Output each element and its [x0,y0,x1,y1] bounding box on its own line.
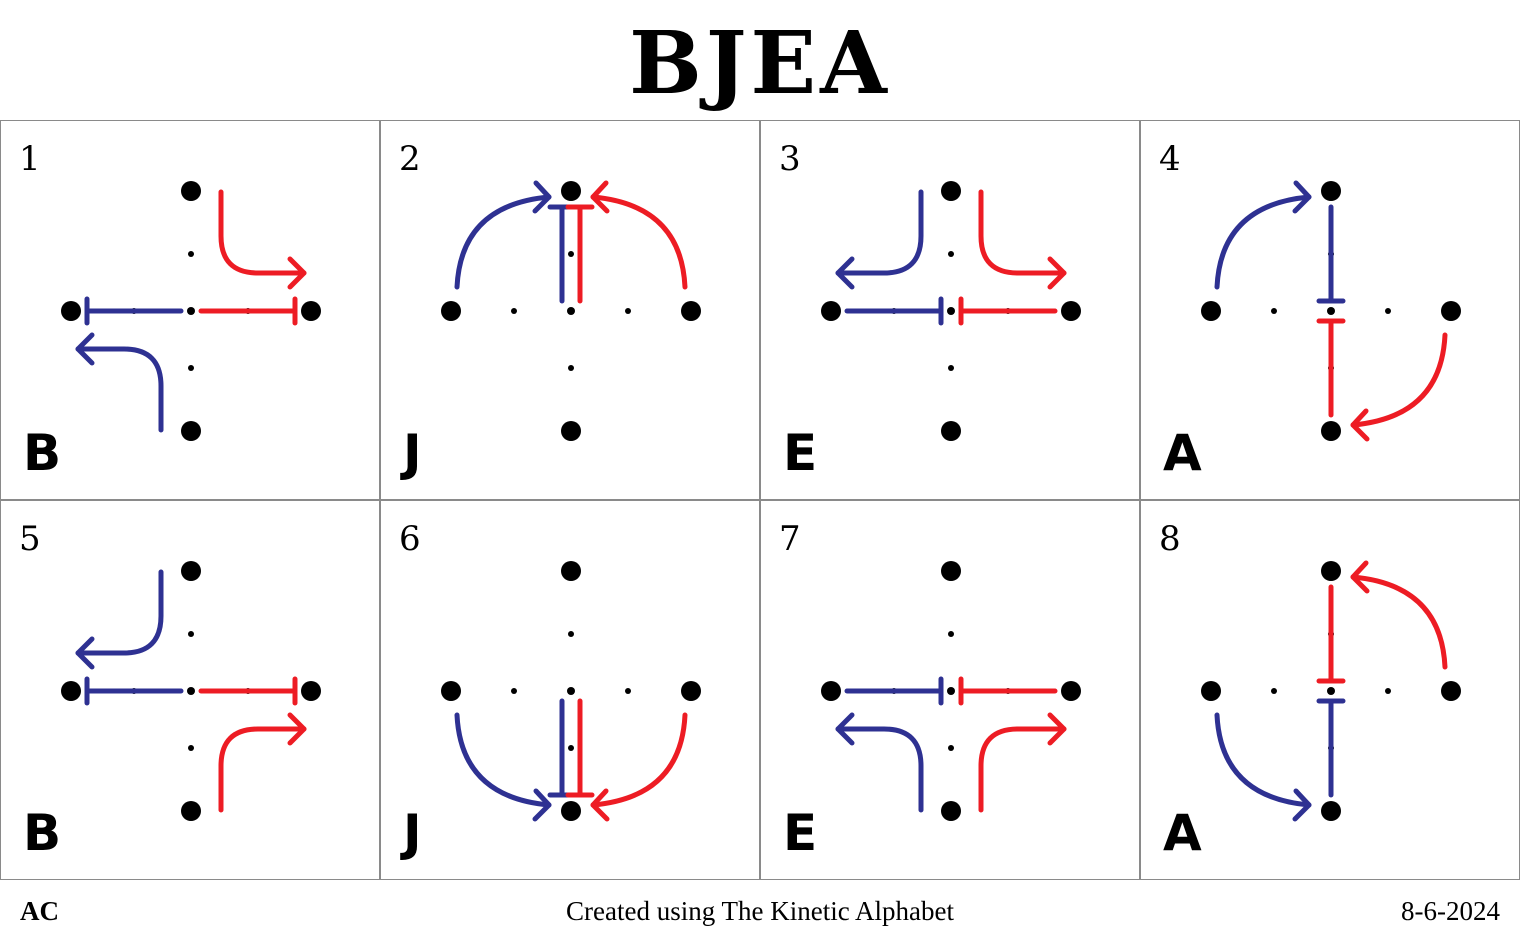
cell-8-diagram [1201,560,1461,822]
glyph-grid: 1 B [0,120,1520,880]
cell-2-diagram [441,180,701,441]
node-bottom [941,801,961,821]
cell-number: 6 [399,519,421,559]
red-stroke [565,180,688,304]
node-top [941,181,961,201]
cell-letter: E [783,804,818,862]
glyph-cell-2: 2 J [380,120,760,500]
blue-stroke [1214,698,1346,822]
node-right [681,301,701,321]
cell-number: 7 [779,519,801,559]
dot-grid [441,181,701,441]
cell-letter: A [1163,424,1202,482]
dot-grid [1201,561,1461,821]
red-stroke [958,676,1067,813]
node-bottom [1321,421,1341,441]
blue-stroke [454,698,577,822]
cell-number: 2 [399,139,421,179]
cell-6-diagram [441,561,701,822]
cell-1-diagram [61,181,321,441]
node-bottom [181,421,201,441]
cell-letter: A [1163,804,1202,862]
node-right [301,681,321,701]
blue-stroke [75,569,184,706]
cell-7-diagram [821,561,1081,821]
cell-number: 1 [19,139,41,179]
cell-number: 3 [779,139,801,179]
node-top [561,181,581,201]
cell-letter: J [403,804,422,862]
blue-stroke [75,296,184,433]
node-right [681,681,701,701]
dot-grid [441,561,701,821]
glyph-cell-3: 3 E [760,120,1140,500]
dot-grid [1201,181,1461,441]
cell-letter: E [783,424,818,482]
glyph-cell-7: 7 E [760,500,1140,880]
blue-stroke [454,180,577,304]
node-left [821,301,841,321]
red-stroke [198,676,307,813]
node-left [1201,301,1221,321]
node-top [941,561,961,581]
node-left [441,301,461,321]
cell-number: 5 [19,519,41,559]
node-center [947,307,955,315]
glyph-cell-6: 6 J [380,500,760,880]
node-left [821,681,841,701]
red-stroke [958,189,1067,326]
red-stroke [1316,560,1448,684]
node-bottom [181,801,201,821]
cell-letter: J [403,424,422,482]
blue-stroke [835,189,944,326]
node-top [181,181,201,201]
glyph-cell-1: 1 B [0,120,380,500]
node-left [441,681,461,701]
red-stroke [198,189,307,326]
node-bottom [941,421,961,441]
cell-3-diagram [821,181,1081,441]
node-top [1321,181,1341,201]
footer-author: AC [20,896,59,926]
node-center [187,307,195,315]
node-center [187,687,195,695]
node-right [1061,681,1081,701]
node-left [61,681,81,701]
footer-credit: Created using The Kinetic Alphabet [566,896,954,926]
node-bottom [561,421,581,441]
node-top [1321,561,1341,581]
node-left [61,301,81,321]
glyph-cell-4: 4 A [1140,120,1520,500]
node-center [947,687,955,695]
node-right [1441,301,1461,321]
blue-stroke [835,676,944,813]
node-bottom [1321,801,1341,821]
node-right [301,301,321,321]
cell-number: 8 [1159,519,1181,559]
node-right [1061,301,1081,321]
cell-letter: B [23,424,62,482]
node-top [181,561,201,581]
blue-stroke [1214,180,1346,304]
red-stroke [565,698,688,822]
dot-grid [61,561,321,821]
node-center [567,307,575,315]
page-title: BJEA [629,13,891,114]
node-center [567,687,575,695]
node-bottom [561,801,581,821]
node-top [561,561,581,581]
cell-5-diagram [61,561,321,821]
node-center [1327,307,1335,315]
node-left [1201,681,1221,701]
glyph-cell-8: 8 A [1140,500,1520,880]
node-center [1327,687,1335,695]
node-right [1441,681,1461,701]
cell-letter: B [23,804,62,862]
red-stroke [1316,318,1448,442]
cell-4-diagram [1201,180,1461,442]
glyph-cell-5: 5 B [0,500,380,880]
cell-number: 4 [1159,139,1181,179]
footer-date: 8-6-2024 [1401,896,1500,926]
